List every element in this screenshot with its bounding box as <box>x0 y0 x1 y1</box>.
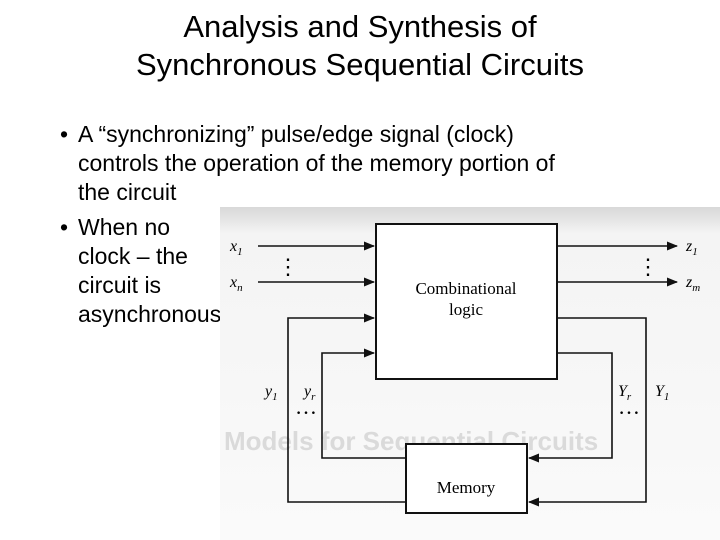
bullet-2-line-2: clock – the <box>78 243 188 269</box>
bullet-glyph: • <box>60 214 69 240</box>
next-state-yr-path <box>527 352 613 463</box>
next-state-yr-label: Yr <box>618 383 632 403</box>
bullet-list: • A “synchronizing” pulse/edge signal (c… <box>56 120 696 329</box>
feedback-y1-path <box>287 313 406 503</box>
bullet-1-line-2: controls the operation of the memory por… <box>78 150 555 176</box>
state-y1-label: y1 <box>263 383 278 403</box>
output-z1-label: z1 <box>685 238 698 258</box>
bullet-1-line-1: A “synchronizing” pulse/edge signal (clo… <box>78 121 514 147</box>
next-state-y1-label: Y1 <box>655 383 669 403</box>
bullet-2-line-4: asynchronous: <box>78 301 228 327</box>
bullet-glyph: • <box>60 121 69 147</box>
next-state-y1-path <box>527 317 647 507</box>
feedback-yr-path <box>321 348 406 459</box>
title-line-1: Analysis and Synthesis of <box>183 9 537 44</box>
diagram-svg: Models for Sequential Circuits Combinati… <box>220 207 720 540</box>
state-left-ellipsis: … <box>295 394 317 419</box>
input-xn-label: xn <box>229 274 243 294</box>
output-zm-label: zm <box>685 274 700 294</box>
bullet-2-line-1: When no <box>78 214 171 240</box>
combinational-label-line-2: logic <box>449 300 483 319</box>
memory-label: Memory <box>437 478 496 497</box>
combinational-logic-block <box>375 223 558 380</box>
slide-title: Analysis and Synthesis of Synchronous Se… <box>0 8 720 84</box>
bullet-2-line-3: circuit is <box>78 272 162 298</box>
bullet-item-clock: • A “synchronizing” pulse/edge signal (c… <box>56 120 696 207</box>
state-yr-label: yr <box>302 383 316 403</box>
bullet-1-line-3: the circuit <box>78 179 177 205</box>
input-vertical-dots: ⋮ <box>277 254 299 279</box>
combinational-label-line-1: Combinational <box>415 279 516 298</box>
title-line-2: Synchronous Sequential Circuits <box>135 47 585 82</box>
state-right-ellipsis: … <box>618 394 640 419</box>
memory-block <box>405 443 528 514</box>
input-x1-label: x1 <box>229 238 243 258</box>
output-vertical-dots: ⋮ <box>637 254 659 279</box>
sequential-circuit-diagram: Models for Sequential Circuits Combinati… <box>220 207 720 540</box>
bullet-item-asynchronous: • When no clock – the circuit is asynchr… <box>56 213 298 329</box>
